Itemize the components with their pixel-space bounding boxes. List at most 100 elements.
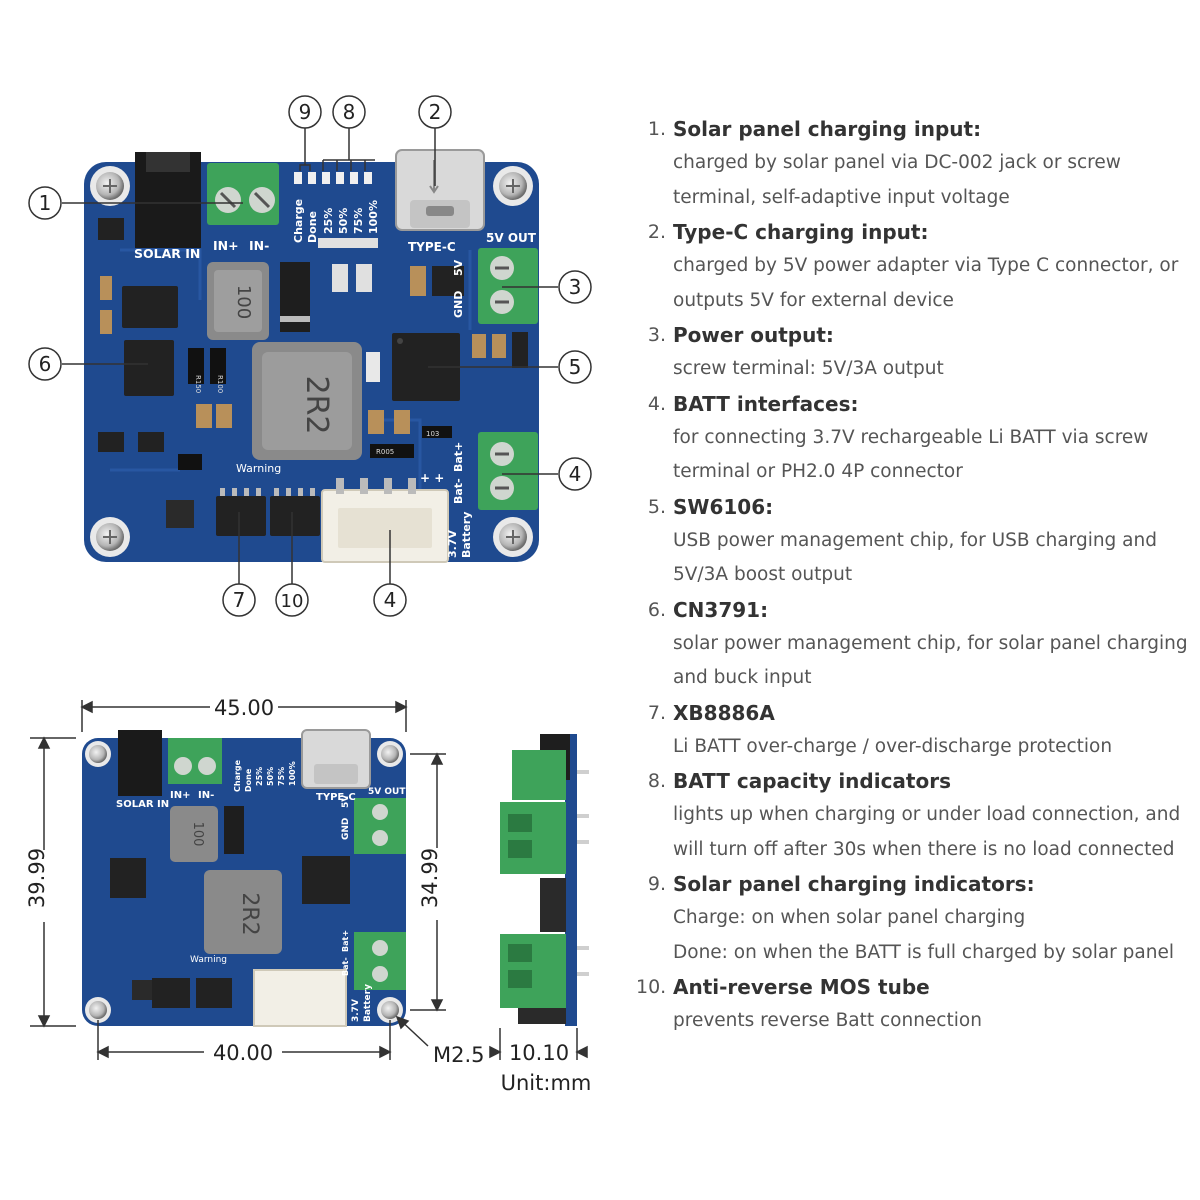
legend-item: 9.Solar panel charging indicators:Charge…: [636, 867, 1176, 970]
svg-text:Charge: Charge: [233, 759, 242, 792]
legend-item: 2. Type-C charging input: charged by 5V po…: [636, 215, 1179, 318]
legend-number: 3.: [647, 324, 666, 346]
svg-text:Done: Done: [306, 211, 319, 243]
svg-text:Battery: Battery: [363, 984, 373, 1022]
legend-description: solar power management chip, for solar p…: [673, 632, 1188, 654]
legend-description: prevents reverse Batt connection: [673, 1010, 982, 1031]
svg-text:39.99: 39.99: [25, 848, 49, 908]
legend-title: CN3791:: [673, 597, 769, 622]
svg-text:Warning: Warning: [236, 462, 281, 475]
legend-description: and buck input: [673, 667, 812, 688]
passive-components: [98, 218, 528, 528]
legend-description: 5V/3A boost output: [673, 564, 853, 585]
callout-numbers: 1 2 3 4 5 6 7 8 9 10 4: [39, 100, 582, 612]
svg-text:6: 6: [39, 352, 52, 376]
type-c-connector: [395, 149, 485, 231]
legend-title: BATT interfaces:: [673, 391, 859, 416]
svg-text:R100: R100: [216, 375, 224, 393]
svg-text:5: 5: [569, 355, 582, 379]
legend-number: 7.: [647, 701, 666, 724]
legend-item: 1. Solar panel charging input: charged by …: [636, 112, 1176, 215]
chip-u3: [122, 286, 178, 328]
cn3791-chip: [124, 340, 174, 396]
dimension-lines: [30, 700, 588, 1060]
legend-title: Solar panel charging input:: [673, 117, 982, 141]
side-view: [500, 734, 589, 1026]
inductor-big: 2R2: [252, 342, 362, 460]
legend-item: 5.SW6106:USB power management chip, for …: [636, 490, 1176, 593]
svg-text:3: 3: [569, 275, 582, 299]
svg-text:7: 7: [233, 588, 246, 612]
screw-hole-icon: [90, 166, 533, 557]
svg-text:Unit:mm: Unit:mm: [501, 1071, 592, 1095]
legend-title: BATT capacity indicators: [673, 769, 951, 793]
svg-text:3.7V: 3.7V: [446, 530, 459, 558]
svg-text:R005: R005: [376, 448, 394, 456]
legend-title: XB8886A: [673, 700, 775, 725]
legend-description: terminal or PH2.0 4P connector: [673, 461, 963, 482]
svg-text:1: 1: [39, 191, 52, 215]
svg-text:2R2: 2R2: [299, 375, 334, 434]
legend-description: for connecting 3.7V rechargeable Li BATT…: [673, 426, 1149, 448]
legend-description: Li BATT over-charge / over-discharge pro…: [673, 735, 1113, 757]
svg-text:25%: 25%: [322, 208, 335, 234]
svg-text:75%: 75%: [277, 767, 286, 786]
svg-text:Bat-: Bat-: [341, 957, 350, 976]
legend-item: 10. Anti-reverse MOS tube prevents reverse…: [636, 970, 1176, 1039]
legend-item: 4. BATT interfaces: for connecting 3.7V re…: [636, 387, 1176, 490]
svg-text:M2.5: M2.5: [433, 1043, 485, 1067]
legend-description: Charge: on when solar panel charging: [673, 907, 1026, 928]
legend-description: charged by solar panel via DC-002 jack o…: [673, 152, 1121, 173]
legend-description: lights up when charging or under load co…: [673, 804, 1181, 825]
svg-text:5V: 5V: [341, 795, 351, 808]
svg-text:4: 4: [569, 462, 582, 486]
legend-item: 7. XB8886A Li BATT over-charge / over-disc…: [636, 696, 1176, 765]
svg-text:Charge: Charge: [292, 199, 305, 243]
legend-description: USB power management chip, for USB charg…: [673, 529, 1157, 551]
svg-text:IN+: IN+: [170, 790, 190, 801]
legend-number: 2.: [647, 221, 666, 243]
svg-text:103: 103: [426, 430, 439, 438]
batt-screw-terminal: [478, 432, 538, 510]
legend-description: outputs 5V for external device: [673, 289, 954, 311]
legend-number: 6.: [647, 598, 666, 621]
feature-legend: 1. Solar panel charging input: charged by …: [636, 112, 1188, 1039]
svg-text:GND: GND: [452, 291, 465, 318]
legend-description: will turn off after 30s when there is no…: [673, 838, 1175, 860]
svg-text:Battery: Battery: [460, 512, 473, 558]
legend-title: Type-C charging input:: [673, 220, 929, 244]
svg-text:50%: 50%: [337, 208, 350, 234]
svg-text:100%: 100%: [367, 200, 380, 234]
inductor-small: 100: [207, 262, 269, 340]
svg-text:100: 100: [233, 285, 254, 319]
svg-text:SOLAR IN: SOLAR IN: [134, 246, 200, 261]
legend-item: 3.Power output:screw terminal: 5V/3A out…: [636, 318, 1176, 387]
legend-description: charged by 5V power adapter via Type C c…: [673, 255, 1179, 276]
dimension-values: 45.00 39.99 34.99 40.00 M2.5 10.10 Unit:…: [25, 696, 591, 1095]
svg-text:40.00: 40.00: [213, 1041, 273, 1065]
svg-text:Bat+: Bat+: [341, 930, 350, 952]
legend-number: 1.: [647, 118, 666, 140]
svg-text:8: 8: [343, 100, 356, 124]
svg-text:GND: GND: [341, 818, 351, 840]
indicator-leds: [294, 172, 372, 184]
dimension-diagram: 100 2R2 SOLAR IN IN+ IN- TYPE-C 5V OUT C…: [25, 696, 591, 1095]
svg-text:100: 100: [190, 822, 205, 847]
svg-text:5V: 5V: [452, 259, 465, 276]
svg-text:25%: 25%: [255, 767, 264, 786]
svg-text:10.10: 10.10: [509, 1041, 569, 1065]
svg-text:Bat-: Bat-: [452, 478, 465, 504]
svg-text:Warning: Warning: [190, 955, 227, 965]
legend-title: SW6106:: [673, 494, 774, 519]
svg-text:2: 2: [429, 100, 442, 124]
callout-markers: [28, 95, 592, 617]
legend-number: 10.: [636, 976, 667, 998]
legend-number: 4.: [647, 392, 666, 415]
legend-item: 6. CN3791: solar power management chip, fo…: [636, 593, 1188, 696]
svg-text:10: 10: [281, 591, 304, 612]
legend-number: 9.: [647, 873, 666, 895]
svg-text:100%: 100%: [288, 761, 297, 786]
legend-title: Anti-reverse MOS tube: [673, 975, 930, 999]
svg-text:9: 9: [299, 100, 312, 124]
svg-text:75%: 75%: [352, 208, 365, 234]
